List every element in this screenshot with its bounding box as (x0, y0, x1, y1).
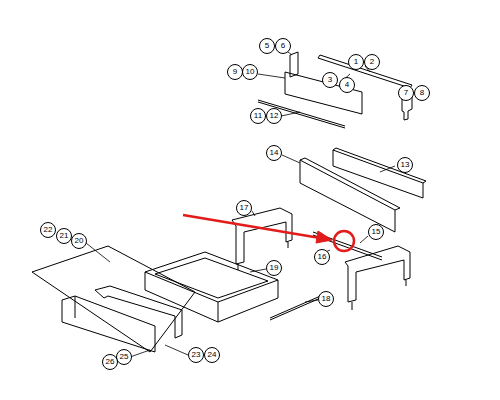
leader-line (86, 49, 406, 357)
callout-number: 23 (188, 347, 204, 363)
drawer-top (145, 252, 278, 302)
callout-number: 21 (56, 228, 72, 244)
top-rail (318, 55, 412, 88)
callout-number: 16 (314, 249, 330, 265)
pointer-arrow (183, 215, 326, 239)
handle-frame (95, 286, 182, 338)
callout-number: 25 (116, 349, 132, 365)
callout-number: 3 (322, 72, 338, 88)
panel (285, 72, 362, 114)
callout-number: 5 (259, 38, 275, 54)
highlight-circle (334, 231, 354, 251)
callout-number: 9 (227, 64, 243, 80)
panel-edge (75, 296, 76, 318)
callout-number: 6 (275, 38, 291, 54)
callout-number: 8 (414, 85, 430, 101)
callout-number: 7 (398, 85, 414, 101)
callout-number: 12 (266, 108, 282, 124)
callout-number: 26 (102, 354, 118, 370)
front-panel (300, 158, 400, 232)
pointer-arrowhead (316, 231, 332, 243)
leg-frame (232, 208, 292, 264)
callout-number: 4 (339, 77, 355, 93)
callout-number: 17 (236, 200, 252, 216)
back-panel (333, 148, 426, 198)
callout-number: 1 (348, 54, 364, 70)
drawer-inner (155, 258, 268, 298)
callout-number: 22 (40, 222, 56, 238)
drawer-box (145, 272, 278, 322)
callout-number: 19 (266, 260, 282, 276)
callout-number: 20 (71, 233, 87, 249)
callout-number: 10 (242, 64, 258, 80)
foot (352, 280, 406, 310)
callout-number: 24 (204, 347, 220, 363)
leg-frame (345, 246, 410, 302)
callout-number: 15 (368, 224, 384, 240)
callout-number: 18 (318, 291, 334, 307)
callout-number: 11 (250, 108, 266, 124)
callout-number: 14 (266, 145, 282, 161)
callout-number: 2 (364, 54, 380, 70)
rod (270, 294, 325, 320)
rod (258, 100, 345, 128)
callout-number: 13 (397, 157, 413, 173)
front-panel (62, 296, 155, 352)
panel-sheet (32, 246, 195, 352)
